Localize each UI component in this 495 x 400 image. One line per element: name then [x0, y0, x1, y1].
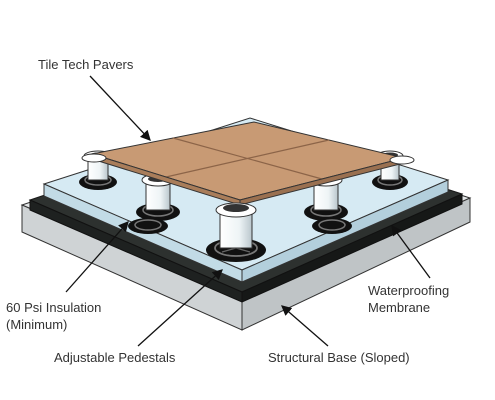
tile-pavers-label: Tile Tech Pavers: [38, 56, 133, 73]
pedestals-label: Adjustable Pedestals: [54, 349, 175, 366]
pedestal-head-right: [389, 155, 415, 165]
arrow-pavers: [89, 75, 151, 141]
insulation-text-line1: 60 Psi Insulation: [6, 300, 102, 315]
tile-pavers-text: Tile Tech Pavers: [38, 57, 134, 72]
arrow-insulation: [65, 221, 129, 293]
membrane-label: Waterproofing Membrane: [368, 282, 449, 316]
insulation-text-line2: (Minimum): [6, 317, 68, 332]
arrow-membrane: [391, 224, 431, 279]
pedestal-head-left: [81, 153, 107, 163]
structural-base-label: Structural Base (Sloped): [268, 349, 410, 366]
pedestal-base-right: [312, 218, 352, 234]
insulation-label: 60 Psi Insulation (Minimum): [6, 299, 101, 333]
leader-lines: [65, 75, 431, 347]
membrane-text-line1: Waterproofing: [368, 283, 450, 298]
arrow-pedestals: [137, 269, 223, 347]
pedestals-text: Adjustable Pedestals: [54, 350, 176, 365]
structural-base-text: Structural Base (Sloped): [268, 350, 410, 365]
pedestal-base-left: [128, 218, 168, 234]
arrow-structural-base: [281, 305, 329, 347]
membrane-text-line2: Membrane: [368, 300, 431, 315]
pedestal-front: [206, 202, 266, 262]
